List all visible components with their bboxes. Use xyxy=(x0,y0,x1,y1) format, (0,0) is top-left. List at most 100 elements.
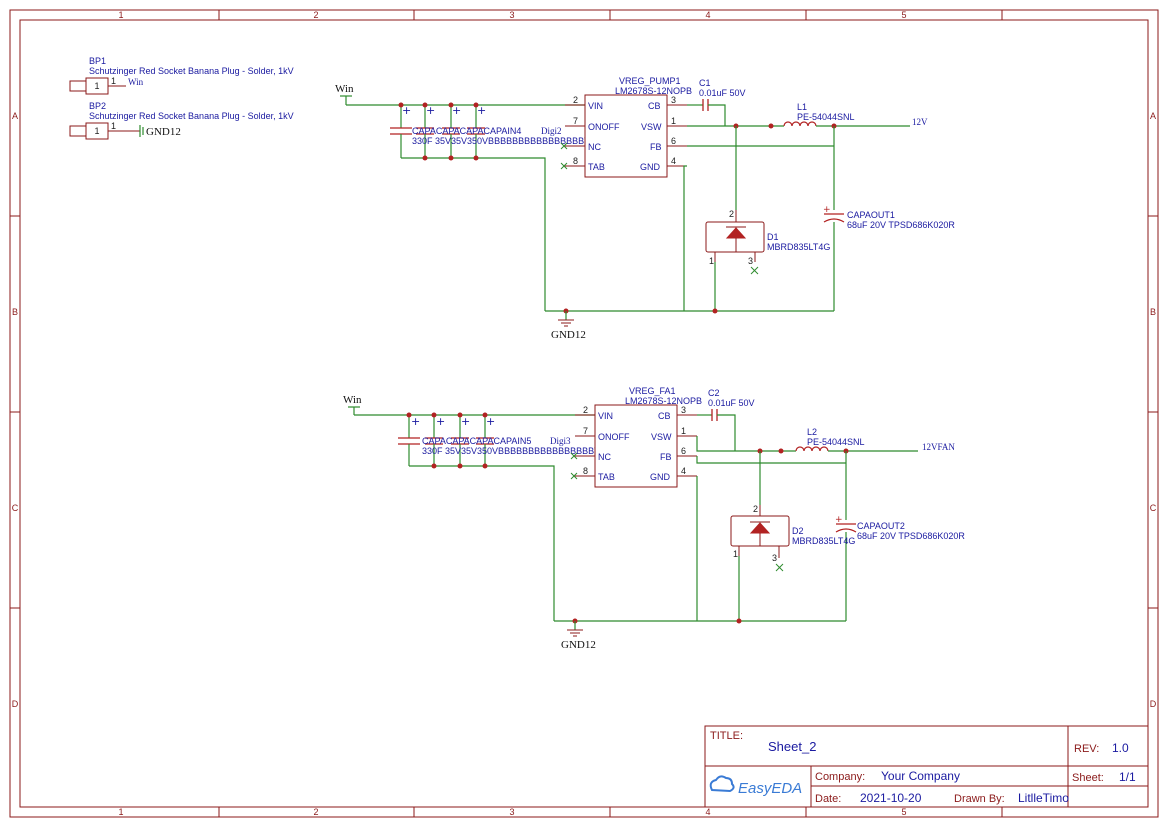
output-capacitor-capaout1[interactable]: + CAPAOUT1 68uF 20V TPSD686K020R xyxy=(823,205,955,230)
row-label-right: B xyxy=(1150,307,1156,317)
diode-d2[interactable]: 2 1 3 D2 MBRD835LT4G xyxy=(730,451,855,563)
cap-in-designators: CAPACAPACAPACAPAIN4 xyxy=(412,126,521,136)
inductor-l1[interactable]: L1 PE-54044SNL xyxy=(783,102,855,127)
title-label: TITLE: xyxy=(710,730,743,742)
win-port-label: Win xyxy=(343,394,362,406)
regulator-vreg-pump1[interactable]: VREG_PUMP1 LM2678S-12NOPB 2 7 8 3 1 6 4 … xyxy=(565,76,692,178)
gnd-port-label: GND12 xyxy=(551,329,586,341)
rev-value: 1.0 xyxy=(1112,741,1129,755)
pin-name-gnd: GND xyxy=(640,162,661,172)
row-label-right: A xyxy=(1150,111,1156,121)
vreg-designator: VREG_FA1 xyxy=(629,386,676,396)
date-label: Date: xyxy=(815,793,841,805)
bp1-pin-label: 1 xyxy=(111,76,116,86)
d2-value: MBRD835LT4G xyxy=(792,536,855,546)
bp2-pin-number: 1 xyxy=(94,126,99,136)
pin-name-vsw: VSW xyxy=(641,122,662,132)
col-label-bottom: 5 xyxy=(901,807,906,817)
drawn-by-value: LitlleTimo xyxy=(1018,791,1069,805)
drawn-by-label: Drawn By: xyxy=(954,793,1005,805)
net-12v: 12V xyxy=(912,117,928,127)
sheet-title: Sheet_2 xyxy=(768,739,816,754)
pin-num: 4 xyxy=(671,156,676,166)
diode-d1[interactable]: 2 1 3 D1 MBRD835LT4G xyxy=(705,126,830,266)
pin-name-onoff: ONOFF xyxy=(598,432,630,442)
d1-designator: D1 xyxy=(767,232,779,242)
input-capacitor-bank[interactable]: + + + + CAPACAPACAPACAPAIN5 330F 35V35V3… xyxy=(398,415,646,621)
row-label-left: A xyxy=(12,111,18,121)
outer-frame xyxy=(9,9,1159,818)
gnd-port-label: GND12 xyxy=(561,639,596,651)
row-label-right: C xyxy=(1150,503,1157,513)
svg-text:+: + xyxy=(452,104,461,117)
svg-text:+: + xyxy=(436,415,445,428)
row-ticks xyxy=(10,215,1158,609)
pin-name-vin: VIN xyxy=(588,101,603,111)
pin-num: 1 xyxy=(681,426,686,436)
cap-in-values: 330F 35V35V350VBBBBBBBBBBBBBBBBTSXBB5B2T xyxy=(412,136,636,146)
vreg-value: LM2678S-12NOPB xyxy=(625,396,702,406)
d2-pin: 2 xyxy=(753,504,758,514)
sheet-value: 1/1 xyxy=(1119,770,1136,784)
pin-name-vsw: VSW xyxy=(651,432,672,442)
win-port-label: Win xyxy=(335,83,354,95)
output-capacitor-capaout2[interactable]: + CAPAOUT2 68uF 20V TPSD686K020R xyxy=(835,515,965,541)
col-label-bottom: 2 xyxy=(313,807,318,817)
column-ticks xyxy=(218,10,1003,817)
bp1-pin-number: 1 xyxy=(94,81,99,91)
d2-designator: D2 xyxy=(792,526,804,536)
boot-capacitor-c1[interactable]: C1 0.01uF 50V xyxy=(687,78,746,126)
pin-name-tab: TAB xyxy=(588,162,605,172)
pin-name-cb: CB xyxy=(648,101,661,111)
connector-bp2[interactable]: 1 BP2 Schutzinger Red Socket Banana Plug… xyxy=(69,101,294,140)
col-label-bottom: 3 xyxy=(509,807,514,817)
pin-num: 2 xyxy=(573,95,578,105)
pin-name-fb: FB xyxy=(650,142,662,152)
pin-name-vin: VIN xyxy=(598,411,613,421)
inductor-l2[interactable]: L2 PE-54044SNL xyxy=(795,427,865,452)
l1-value: PE-54044SNL xyxy=(797,112,855,122)
col-label-top: 1 xyxy=(118,10,123,20)
company-value: Your Company xyxy=(881,769,960,783)
col-label-top: 5 xyxy=(901,10,906,20)
svg-text:+: + xyxy=(477,104,486,117)
pin-name-gnd: GND xyxy=(650,472,671,482)
no-connect-marks xyxy=(570,452,784,572)
gnd-symbol-top xyxy=(558,319,574,327)
boot-capacitor-c2[interactable]: C2 0.01uF 50V xyxy=(697,388,755,451)
easyeda-logo-icon: EasyEDA xyxy=(709,775,802,797)
pin-name-nc: NC xyxy=(588,142,601,152)
capaout2-designator: CAPAOUT2 xyxy=(857,521,905,531)
row-label-right: D xyxy=(1150,699,1157,709)
bp1-designator: BP1 xyxy=(89,56,106,66)
bp1-value: Schutzinger Red Socket Banana Plug - Sol… xyxy=(89,66,294,76)
l2-designator: L2 xyxy=(807,427,817,437)
gnd-symbol-bottom xyxy=(567,629,583,637)
row-label-left: C xyxy=(12,503,19,513)
pin-name-cb: CB xyxy=(658,411,671,421)
pin-name-fb: FB xyxy=(660,452,672,462)
sheet-label: Sheet: xyxy=(1072,772,1104,784)
bp2-pin-label: 1 xyxy=(111,121,116,131)
bp2-value: Schutzinger Red Socket Banana Plug - Sol… xyxy=(89,111,294,121)
pin-num: 6 xyxy=(681,446,686,456)
pin-name-tab: TAB xyxy=(598,472,615,482)
connector-bp1[interactable]: 1 BP1 Schutzinger Red Socket Banana Plug… xyxy=(69,56,294,95)
bp2-designator: BP2 xyxy=(89,101,106,111)
pin-num: 4 xyxy=(681,466,686,476)
regulator-vreg-fa1[interactable]: VREG_FA1 LM2678S-12NOPB 2 7 8 3 1 6 4 VI… xyxy=(575,386,702,488)
net-12vfan: 12VFAN xyxy=(922,442,955,452)
pin-name-onoff: ONOFF xyxy=(588,122,620,132)
vreg-designator: VREG_PUMP1 xyxy=(619,76,681,86)
company-label: Company: xyxy=(815,771,865,783)
pin-num: 7 xyxy=(573,116,578,126)
col-label-bottom: 1 xyxy=(118,807,123,817)
cap-in-designators: CAPACAPACAPACAPAIN5 xyxy=(422,436,531,446)
pin-num: 8 xyxy=(583,466,588,476)
pin-num: 1 xyxy=(671,116,676,126)
cap-in-values: 330F 35V35V350VBBBBBBBBBBBBBBBBTSXBB5B2T xyxy=(422,446,646,456)
svg-text:+: + xyxy=(426,104,435,117)
pin-name-nc: NC xyxy=(598,452,611,462)
c1-designator: C1 xyxy=(699,78,711,88)
